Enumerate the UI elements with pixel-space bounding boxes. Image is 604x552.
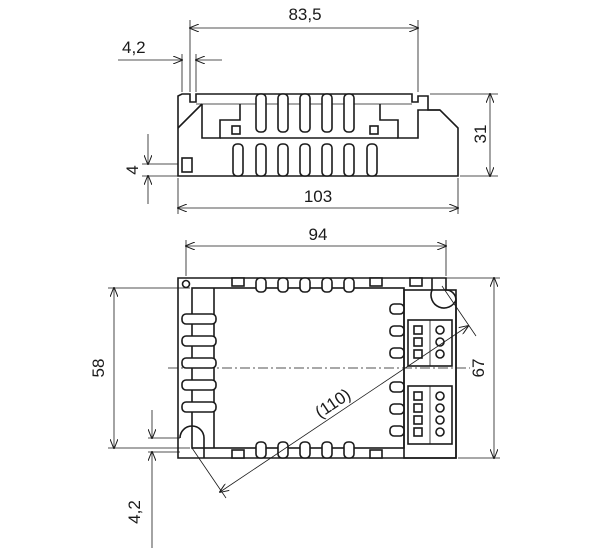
dim-4-2-top-label: 4,2: [122, 38, 146, 57]
dim-4-2-top: 4,2: [118, 38, 222, 92]
dim-4-label: 4: [123, 165, 142, 174]
terminal-block-lower: [407, 385, 453, 445]
side-view: 83,5 4,2 31 4 103: [118, 5, 498, 214]
dim-83-5-label: 83,5: [288, 5, 321, 24]
plan-view-mount-tr: [430, 278, 457, 309]
dim-103-label: 103: [304, 187, 332, 206]
dim-94: 94: [186, 225, 446, 276]
side-view-top-fins: [255, 93, 355, 133]
side-view-mark-left: [231, 125, 241, 135]
dim-67: 67: [446, 278, 500, 458]
dim-31: 31: [430, 94, 498, 176]
dim-58: 58: [89, 288, 190, 448]
dim-4-2-bottom: 4,2: [125, 410, 180, 548]
terminal-block-upper: [407, 319, 453, 367]
side-view-outline: [177, 93, 459, 177]
plan-view-hole-tl: [181, 279, 191, 289]
side-view-bottom-fins: [232, 143, 378, 177]
dim-83-5: 83,5: [190, 5, 418, 92]
plan-view-mount-bl: [179, 425, 205, 458]
dim-67-label: 67: [469, 359, 488, 378]
dim-31-label: 31: [471, 125, 490, 144]
dim-94-label: 94: [309, 225, 328, 244]
dim-103: 103: [178, 178, 458, 214]
side-view-mark-right: [369, 125, 379, 135]
dim-4: 4: [123, 134, 178, 204]
plan-view-left-fins: [181, 313, 217, 413]
plan-view: 94 58 67 (110) 4,2: [89, 225, 500, 548]
side-view-foot: [181, 157, 193, 173]
dim-4-2-bottom-label: 4,2: [125, 500, 144, 524]
plan-view-bottom-tabs: [231, 441, 383, 459]
dim-58-label: 58: [89, 359, 108, 378]
plan-view-top-tabs: [231, 277, 423, 293]
